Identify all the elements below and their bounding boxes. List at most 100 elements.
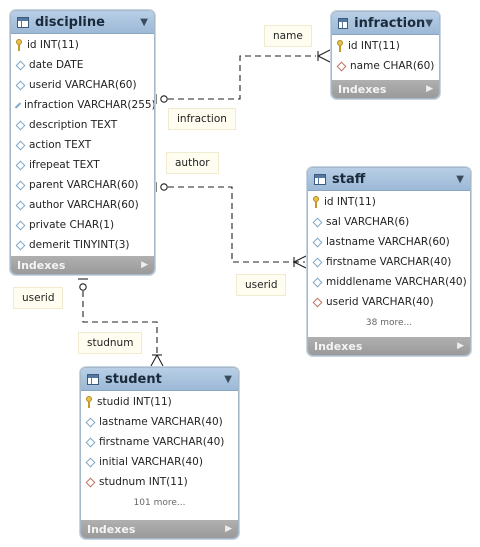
column-diamond-icon bbox=[15, 120, 26, 130]
column-diamond-icon bbox=[15, 220, 26, 230]
column-row[interactable]: lastname VARCHAR(60) bbox=[308, 232, 470, 252]
table-header[interactable]: infraction ▼ bbox=[332, 12, 439, 35]
column-label: initial VARCHAR(40) bbox=[99, 456, 203, 468]
collapse-arrow-icon[interactable]: ▼ bbox=[456, 173, 464, 185]
column-diamond-icon bbox=[15, 80, 26, 90]
column-label: lastname VARCHAR(40) bbox=[99, 416, 223, 428]
column-label: action TEXT bbox=[29, 139, 92, 151]
column-diamond-icon bbox=[15, 60, 26, 70]
table-student[interactable]: student ▼ studid INT(11) lastname VARCHAR… bbox=[80, 367, 239, 539]
column-label: studnum INT(11) bbox=[99, 476, 188, 488]
column-row[interactable]: private CHAR(1) bbox=[11, 215, 154, 235]
column-diamond-icon bbox=[312, 237, 323, 247]
column-diamond-icon bbox=[15, 180, 26, 190]
expand-arrow-icon[interactable]: ▶ bbox=[141, 260, 148, 270]
column-row[interactable]: studid INT(11) bbox=[81, 392, 238, 412]
column-row[interactable]: ifrepeat TEXT bbox=[11, 155, 154, 175]
foreign-key-diamond-icon bbox=[312, 297, 323, 307]
column-row[interactable]: id INT(11) bbox=[11, 35, 154, 55]
table-infraction[interactable]: infraction ▼ id INT(11) name CHAR(60) Ind… bbox=[331, 11, 440, 99]
column-label: middlename VARCHAR(40) bbox=[326, 276, 467, 288]
column-row[interactable]: demerit TINYINT(3) bbox=[11, 235, 154, 255]
relationship-label-infraction: infraction bbox=[168, 108, 236, 130]
relationship-label-name: name bbox=[264, 25, 312, 47]
foreign-key-diamond-icon bbox=[85, 477, 96, 487]
edge-origin-circle bbox=[79, 283, 87, 291]
column-row[interactable]: infraction VARCHAR(255) bbox=[11, 95, 154, 115]
column-label: name CHAR(60) bbox=[350, 60, 435, 72]
more-columns[interactable]: 101 more... bbox=[133, 498, 186, 508]
column-row[interactable]: name CHAR(60) bbox=[332, 56, 439, 76]
column-label: infraction VARCHAR(255) bbox=[24, 99, 155, 111]
column-diamond-icon bbox=[15, 200, 26, 210]
column-row[interactable]: firstname VARCHAR(40) bbox=[308, 252, 470, 272]
indexes-section[interactable]: Indexes ▶ bbox=[332, 80, 439, 98]
column-diamond-icon bbox=[85, 457, 96, 467]
expand-arrow-icon[interactable]: ▶ bbox=[426, 84, 433, 94]
indexes-section[interactable]: Indexes ▶ bbox=[308, 337, 470, 355]
column-row[interactable]: middlename VARCHAR(40) bbox=[308, 272, 470, 292]
table-header[interactable]: student ▼ bbox=[81, 368, 238, 391]
column-row[interactable]: id INT(11) bbox=[332, 36, 439, 56]
more-columns[interactable]: 38 more... bbox=[365, 318, 413, 328]
indexes-section[interactable]: Indexes ▶ bbox=[11, 256, 154, 274]
edge-origin-circle bbox=[160, 95, 168, 103]
column-label: userid VARCHAR(60) bbox=[29, 79, 137, 91]
table-icon bbox=[17, 16, 29, 28]
column-row[interactable]: date DATE bbox=[11, 55, 154, 75]
table-name: staff bbox=[332, 171, 366, 187]
column-diamond-icon bbox=[312, 277, 323, 287]
table-header[interactable]: staff ▼ bbox=[308, 168, 470, 191]
collapse-arrow-icon[interactable]: ▼ bbox=[140, 16, 148, 28]
column-label: id INT(11) bbox=[324, 196, 376, 208]
column-row[interactable]: id INT(11) bbox=[308, 192, 470, 212]
expand-arrow-icon[interactable]: ▶ bbox=[225, 524, 232, 534]
column-row[interactable]: author VARCHAR(60) bbox=[11, 195, 154, 215]
column-row[interactable]: firstname VARCHAR(40) bbox=[81, 432, 238, 452]
table-icon bbox=[87, 373, 99, 385]
column-row[interactable]: userid VARCHAR(40) bbox=[308, 292, 470, 312]
table-header[interactable]: discipline ▼ bbox=[11, 11, 154, 34]
relationship-label-author: author bbox=[166, 152, 219, 174]
indexes-label: Indexes bbox=[338, 82, 387, 96]
column-diamond-icon bbox=[15, 240, 26, 250]
column-diamond-icon bbox=[15, 140, 26, 150]
expand-arrow-icon[interactable]: ▶ bbox=[457, 341, 464, 351]
relationship-label-userid-staff: userid bbox=[236, 274, 287, 296]
column-label: description TEXT bbox=[29, 119, 118, 131]
indexes-section[interactable]: Indexes ▶ bbox=[81, 520, 238, 538]
column-row[interactable]: initial VARCHAR(40) bbox=[81, 452, 238, 472]
collapse-arrow-icon[interactable]: ▼ bbox=[425, 17, 433, 29]
column-list: id INT(11) sal VARCHAR(6) lastname VARCHAR… bbox=[308, 191, 470, 314]
column-row[interactable]: sal VARCHAR(6) bbox=[308, 212, 470, 232]
column-row[interactable]: parent VARCHAR(60) bbox=[11, 175, 154, 195]
collapse-arrow-icon[interactable]: ▼ bbox=[224, 373, 232, 385]
column-diamond-icon bbox=[85, 417, 96, 427]
column-label: firstname VARCHAR(40) bbox=[99, 436, 225, 448]
column-label: studid INT(11) bbox=[97, 396, 172, 408]
table-discipline[interactable]: discipline ▼ id INT(11)date DATE userid V… bbox=[10, 10, 155, 275]
primary-key-icon bbox=[312, 196, 321, 208]
column-list: id INT(11) name CHAR(60) bbox=[332, 35, 439, 78]
column-diamond-icon bbox=[14, 101, 22, 109]
column-label: firstname VARCHAR(40) bbox=[326, 256, 452, 268]
column-row[interactable]: action TEXT bbox=[11, 135, 154, 155]
column-label: id INT(11) bbox=[348, 40, 400, 52]
column-diamond-icon bbox=[85, 437, 96, 447]
table-staff[interactable]: staff ▼ id INT(11) sal VARCHAR(6) lastname… bbox=[307, 167, 471, 356]
column-row[interactable]: studnum INT(11) bbox=[81, 472, 238, 492]
table-name: infraction bbox=[354, 15, 426, 31]
column-row[interactable]: lastname VARCHAR(40) bbox=[81, 412, 238, 432]
table-name: discipline bbox=[35, 14, 105, 30]
column-label: userid VARCHAR(40) bbox=[326, 296, 434, 308]
column-row[interactable]: userid VARCHAR(60) bbox=[11, 75, 154, 95]
primary-key-icon bbox=[15, 39, 24, 51]
column-label: author VARCHAR(60) bbox=[29, 199, 139, 211]
relationship-label-userid: userid bbox=[13, 287, 64, 309]
column-row[interactable]: description TEXT bbox=[11, 115, 154, 135]
column-list: studid INT(11) lastname VARCHAR(40) firstn… bbox=[81, 391, 238, 494]
primary-key-icon bbox=[85, 396, 94, 408]
column-label: sal VARCHAR(6) bbox=[326, 216, 410, 228]
indexes-label: Indexes bbox=[17, 258, 66, 272]
